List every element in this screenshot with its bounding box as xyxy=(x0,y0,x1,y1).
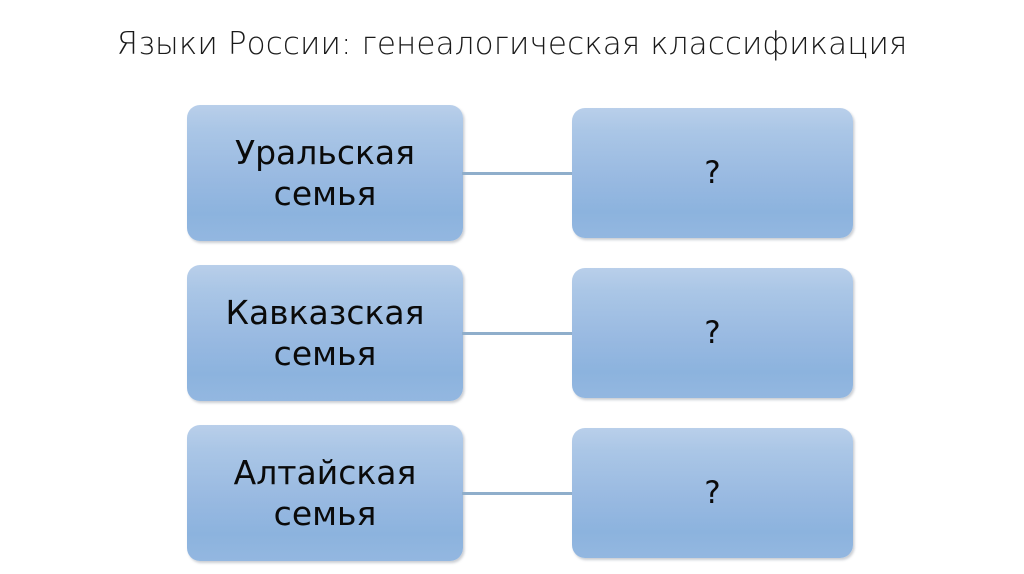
page-title: Языки России: генеалогическая классифика… xyxy=(116,26,908,62)
language-family-label: Кавказская семья xyxy=(187,292,463,375)
language-family-box-uralic[interactable]: Уральская семья xyxy=(187,105,463,241)
language-family-box-caucasian[interactable]: Кавказская семья xyxy=(187,265,463,401)
connector-line-caucasian xyxy=(462,332,573,335)
label-line-1: Алтайская xyxy=(233,452,417,492)
label-line-1: Уральская xyxy=(235,132,415,172)
label-line-2: семья xyxy=(273,494,377,533)
answer-box-uralic[interactable]: ? xyxy=(572,108,853,238)
language-family-label: Уральская семья xyxy=(187,132,463,215)
answer-box-altaic[interactable]: ? xyxy=(572,428,853,558)
connector-line-altaic xyxy=(462,492,573,495)
question-mark-label: ? xyxy=(704,475,721,511)
question-mark-label: ? xyxy=(704,155,721,191)
label-line-2: семья xyxy=(273,174,377,213)
label-line-1: Кавказская xyxy=(225,292,425,332)
language-family-box-altaic[interactable]: Алтайская семья xyxy=(187,425,463,561)
answer-box-caucasian[interactable]: ? xyxy=(572,268,853,398)
label-line-2: семья xyxy=(273,334,377,373)
question-mark-label: ? xyxy=(704,315,721,351)
language-family-label: Алтайская семья xyxy=(187,452,463,535)
connector-line-uralic xyxy=(462,172,573,175)
